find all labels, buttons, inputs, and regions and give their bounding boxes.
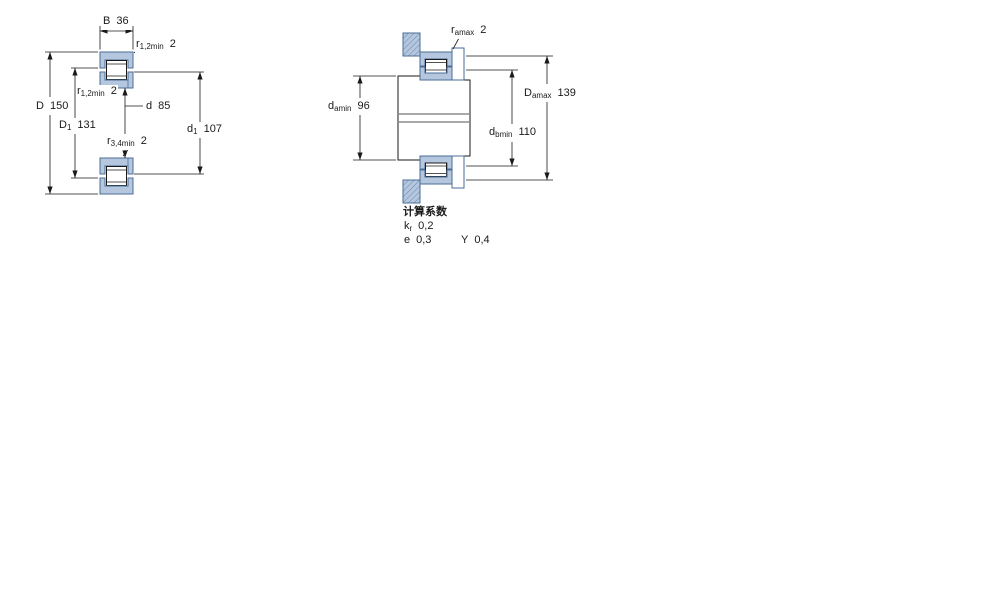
dim-subscript: bmin (495, 130, 513, 139)
dim-symbol: r (451, 24, 455, 36)
factor-Y: Y 0,4 (460, 234, 491, 249)
dim-subscript: 1,2min (80, 89, 105, 98)
dim-value: 150 (49, 100, 69, 112)
dim-value: 96 (357, 100, 370, 112)
dim-value: 2 (480, 24, 487, 36)
dim-symbol: d (146, 100, 153, 112)
abutment-collar-bottom (451, 155, 465, 189)
outer-ring-bottom (99, 177, 134, 195)
dim-label-damin: damin 96 (327, 100, 371, 115)
dim-symbol: B (103, 15, 111, 27)
dim-label-Damax: Damax 139 (523, 87, 577, 102)
roller-bottom (106, 166, 127, 186)
dim-value: 110 (518, 126, 537, 138)
dim-value: 131 (77, 119, 96, 131)
factor-symbol: k (404, 220, 410, 232)
dim-subscript: 3,4min (110, 139, 135, 148)
dim-subscript: amax (454, 28, 475, 37)
dim-symbol: D (36, 100, 44, 112)
dim-label-ramax: ramax 2 (450, 24, 488, 39)
dim-symbol: r (107, 135, 111, 147)
dim-subscript: 1 (66, 123, 72, 132)
dim-value: 139 (557, 87, 576, 99)
dim-label-r12-top: r1,2min 2 (135, 38, 177, 53)
dim-label-d1: d1 107 (186, 123, 223, 138)
factor-value: 0,4 (474, 234, 490, 246)
dim-label-D: D 150 (35, 100, 70, 115)
calculation-factors-title: 计算系数 (403, 206, 447, 218)
dim-subscript: amin (334, 104, 352, 113)
dim-label-d: d 85 (145, 100, 172, 115)
dim-symbol: d (328, 100, 335, 112)
dim-symbol: d (187, 123, 194, 135)
left-bearing-cross-section (99, 51, 134, 195)
dim-value: 2 (110, 85, 117, 97)
dim-value: 2 (169, 38, 176, 50)
dim-value: 36 (116, 15, 129, 27)
dim-symbol: r (77, 85, 81, 97)
housing-shoulder-bottom (402, 179, 421, 204)
factor-symbol: Y (461, 234, 469, 246)
shaft (397, 75, 471, 161)
factor-e: e 0,3 (403, 234, 433, 249)
dim-value: 85 (158, 100, 171, 112)
dim-value: 2 (140, 135, 147, 147)
factor-symbol: e (404, 234, 411, 246)
right-mounting-drawing (397, 32, 471, 204)
factor-subscript: r (409, 224, 413, 233)
factor-kr: kr 0,2 (403, 220, 435, 235)
dim-label-r34: r3,4min 2 (106, 135, 148, 150)
dim-symbol: r (136, 38, 140, 50)
factor-value: 0,2 (418, 220, 434, 232)
roller-top (106, 60, 127, 80)
dim-label-dbmin: dbmin 110 (488, 126, 538, 141)
dim-subscript: 1,2min (139, 42, 164, 51)
dim-symbol: D (59, 119, 67, 131)
dim-subscript: amax (531, 91, 552, 100)
dim-symbol: D (524, 87, 532, 99)
roller-bottom (425, 162, 447, 177)
dim-subscript: 1 (193, 127, 198, 136)
roller-top (425, 59, 447, 74)
dim-value: 107 (203, 123, 222, 135)
right-figure-dimensions (353, 37, 553, 181)
factor-value: 0,3 (416, 234, 432, 246)
dim-label-r12-mid: r1,2min 2 (76, 85, 118, 100)
dim-label-D1: D1 131 (58, 119, 97, 134)
abutment-collar-top (451, 47, 465, 81)
dim-label-B: B 36 (102, 15, 130, 30)
dim-symbol: d (489, 126, 496, 138)
housing-shoulder-top (402, 32, 421, 57)
